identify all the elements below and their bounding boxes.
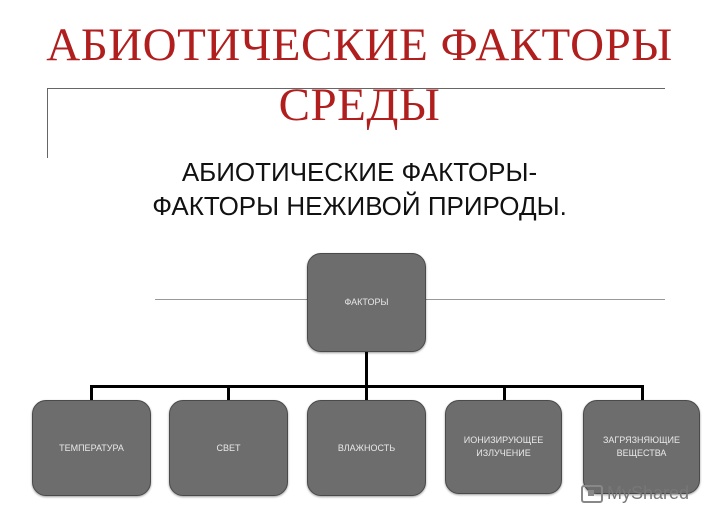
connector-root-down xyxy=(365,350,368,386)
root-node-label: ФАКТОРЫ xyxy=(344,297,389,307)
watermark: MyShared xyxy=(580,483,689,504)
child-node-label: ИОНИЗИРУЮЩЕЕ ИЗЛУЧЕНИЕ xyxy=(463,435,544,458)
slide-subtitle: АБИОТИЧЕСКИЕ ФАКТОРЫ- ФАКТОРЫ НЕЖИВОЙ ПР… xyxy=(0,155,719,223)
connector-child-3 xyxy=(365,385,368,401)
connector-child-5 xyxy=(641,385,644,401)
myshared-logo-icon xyxy=(580,484,603,503)
connector-child-1 xyxy=(90,385,93,401)
slide-title-line1: АБИОТИЧЕСКИЕ ФАКТОРЫ xyxy=(46,19,673,71)
frame-left-line xyxy=(47,88,48,158)
child-node-label: СВЕТ xyxy=(216,442,241,453)
connector-child-2 xyxy=(227,385,230,401)
child-node-label: ВЛАЖНОСТЬ xyxy=(337,442,396,453)
subtitle-line1: АБИОТИЧЕСКИЕ ФАКТОРЫ- xyxy=(181,157,538,187)
child-node-humidity: ВЛАЖНОСТЬ xyxy=(307,400,426,496)
decor-line-left xyxy=(155,299,307,300)
decor-line-right xyxy=(425,299,665,300)
frame-top-line xyxy=(47,88,665,89)
child-node-label: ЗАГРЯЗНЯЮЩИЕ ВЕЩЕСТВА xyxy=(602,435,681,458)
child-node-light: СВЕТ xyxy=(169,400,288,496)
child-node-pollutants: ЗАГРЯЗНЯЮЩИЕ ВЕЩЕСТВА xyxy=(583,400,700,494)
connector-child-4 xyxy=(503,385,506,401)
child-node-ionizing-radiation: ИОНИЗИРУЮЩЕЕ ИЗЛУЧЕНИЕ xyxy=(445,400,562,494)
watermark-text: MyShared xyxy=(606,483,689,503)
root-node: ФАКТОРЫ xyxy=(307,253,426,352)
subtitle-line2: ФАКТОРЫ НЕЖИВОЙ ПРИРОДЫ. xyxy=(152,191,567,221)
child-node-label: ТЕМПЕРАТУРА xyxy=(59,442,124,453)
child-node-temperature: ТЕМПЕРАТУРА xyxy=(32,400,151,496)
